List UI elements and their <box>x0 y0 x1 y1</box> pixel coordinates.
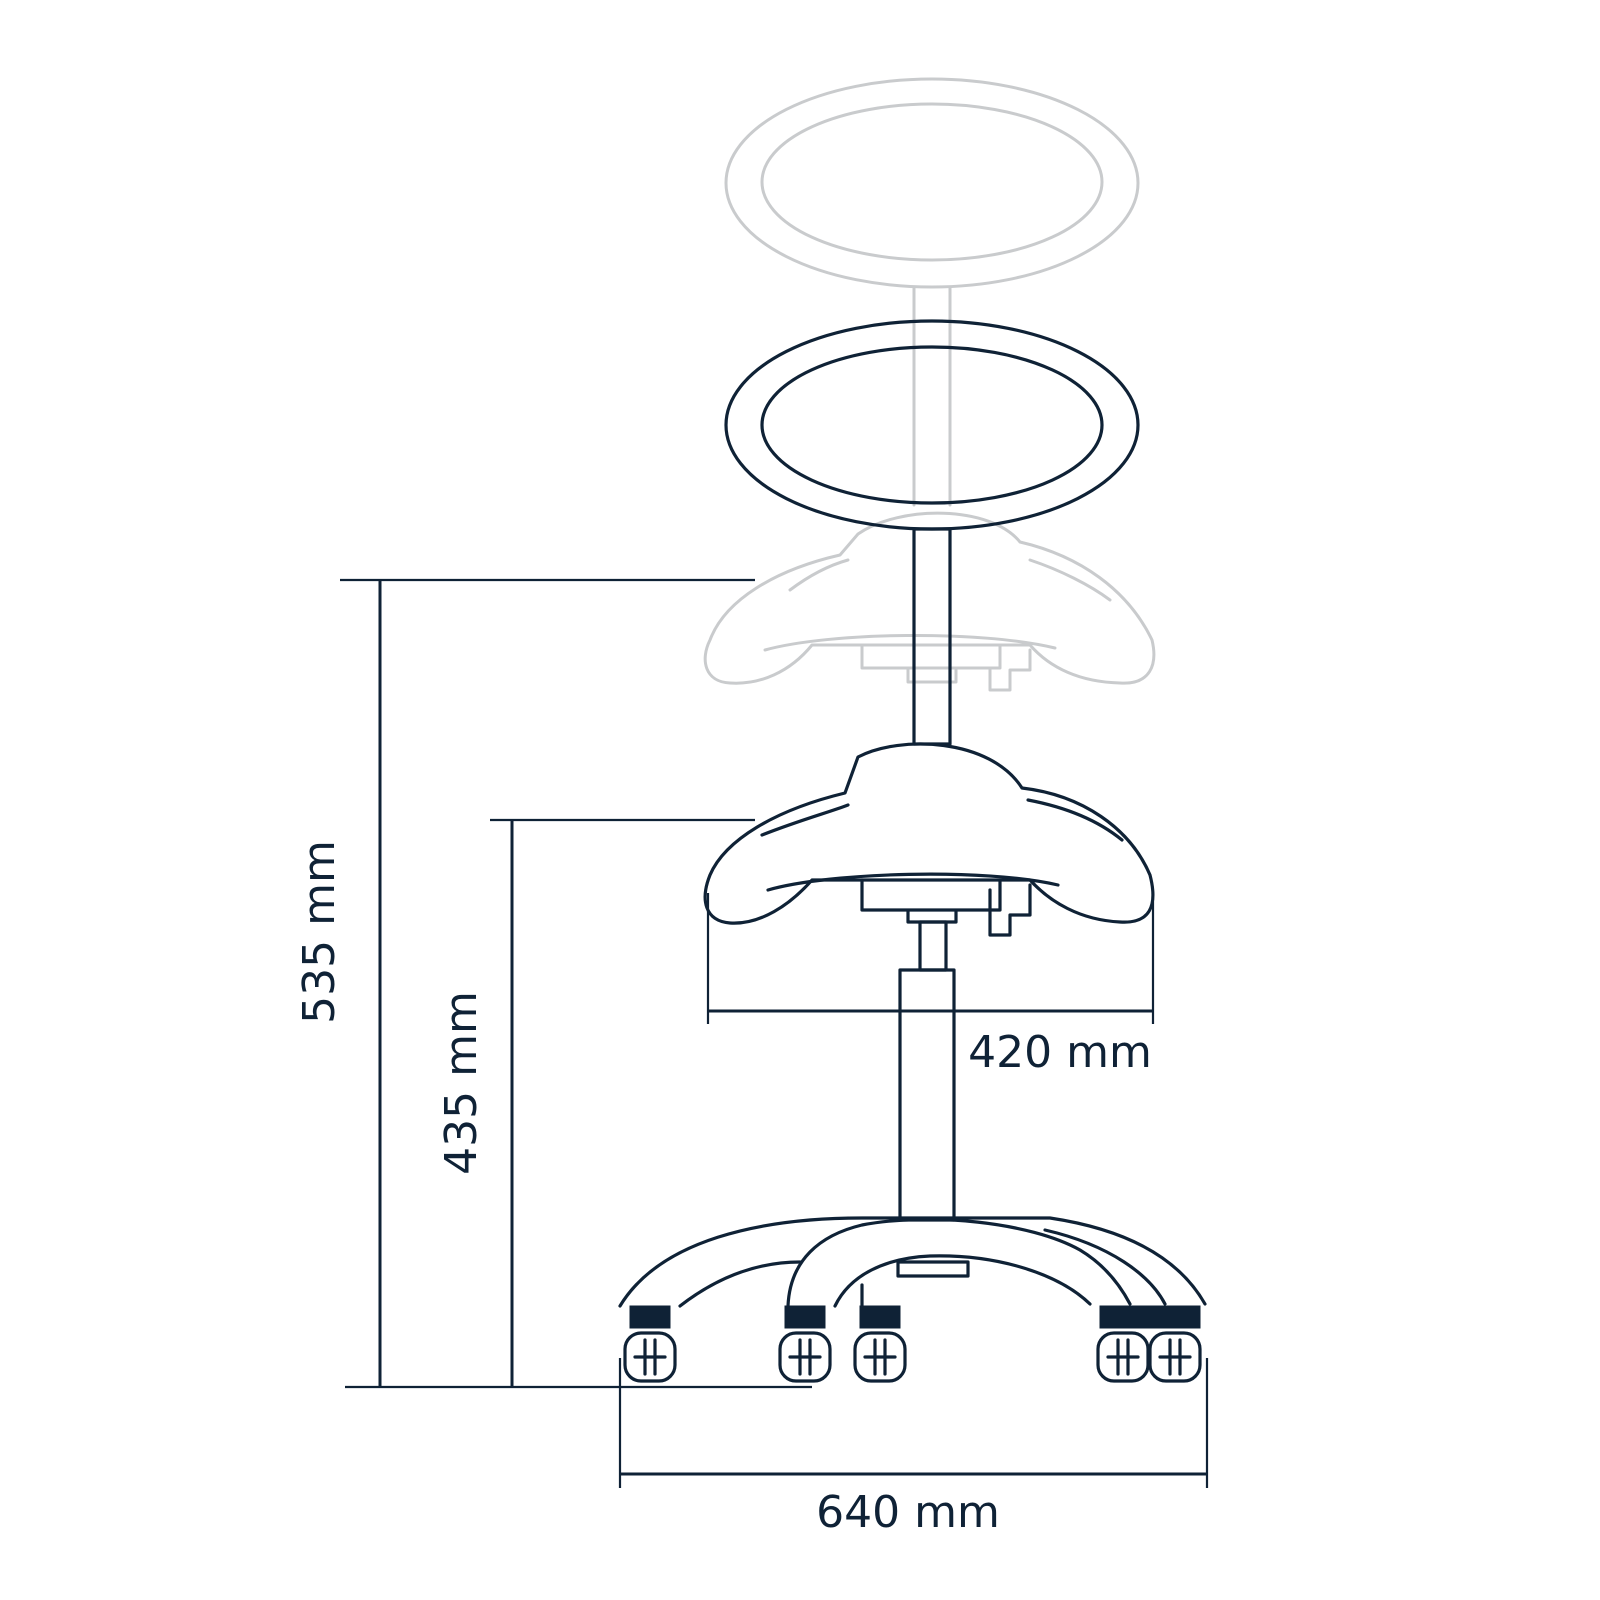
min-height-label: 435 mm <box>436 991 487 1175</box>
base-back-arm <box>618 1216 1207 1308</box>
ghost-backrest-post <box>912 286 952 507</box>
base-center-hub <box>896 1260 970 1278</box>
ghost-backrest-inner <box>760 102 1104 262</box>
saddle-seat-inner-curve <box>760 798 1124 892</box>
ghost-seat-mechanism <box>860 643 1032 692</box>
caster-wheel-3 <box>853 1331 907 1383</box>
caster-wheel-2 <box>778 1331 832 1383</box>
gas-lift-cylinder <box>898 968 956 1222</box>
base-front-arm <box>786 1217 1132 1308</box>
caster-collar-4 <box>1099 1305 1201 1329</box>
caster-wheel-1 <box>623 1331 677 1383</box>
base-back-arm-inner <box>678 1228 1167 1308</box>
caster-collar-1 <box>629 1305 671 1329</box>
lowered-position-stool <box>618 319 1207 1383</box>
seat-width-label: 420 mm <box>968 1027 1152 1078</box>
max-height-label: 535 mm <box>294 840 345 1024</box>
dimension-base-width <box>618 1358 1209 1488</box>
saddle-seat <box>703 742 1155 925</box>
caster-collar-2 <box>784 1305 826 1329</box>
gas-lift-upper <box>918 920 948 972</box>
dimension-max-height <box>340 578 755 1387</box>
ghost-backrest-outer <box>724 77 1140 289</box>
backrest-outer <box>724 319 1140 531</box>
dimension-min-height <box>490 818 755 1387</box>
base-width-label: 640 mm <box>816 1487 1000 1538</box>
backrest-inner <box>760 345 1104 505</box>
dimension-seat-width <box>706 893 1155 1024</box>
ghost-seat <box>703 511 1156 685</box>
base-front-arm-inner <box>833 1254 1092 1308</box>
caster-wheel-4 <box>1096 1331 1150 1383</box>
raised-position-ghost <box>703 77 1156 692</box>
caster-collar-3 <box>859 1305 901 1329</box>
ghost-seat-inner-curve <box>763 558 1112 652</box>
caster-wheel-5 <box>1148 1331 1202 1383</box>
